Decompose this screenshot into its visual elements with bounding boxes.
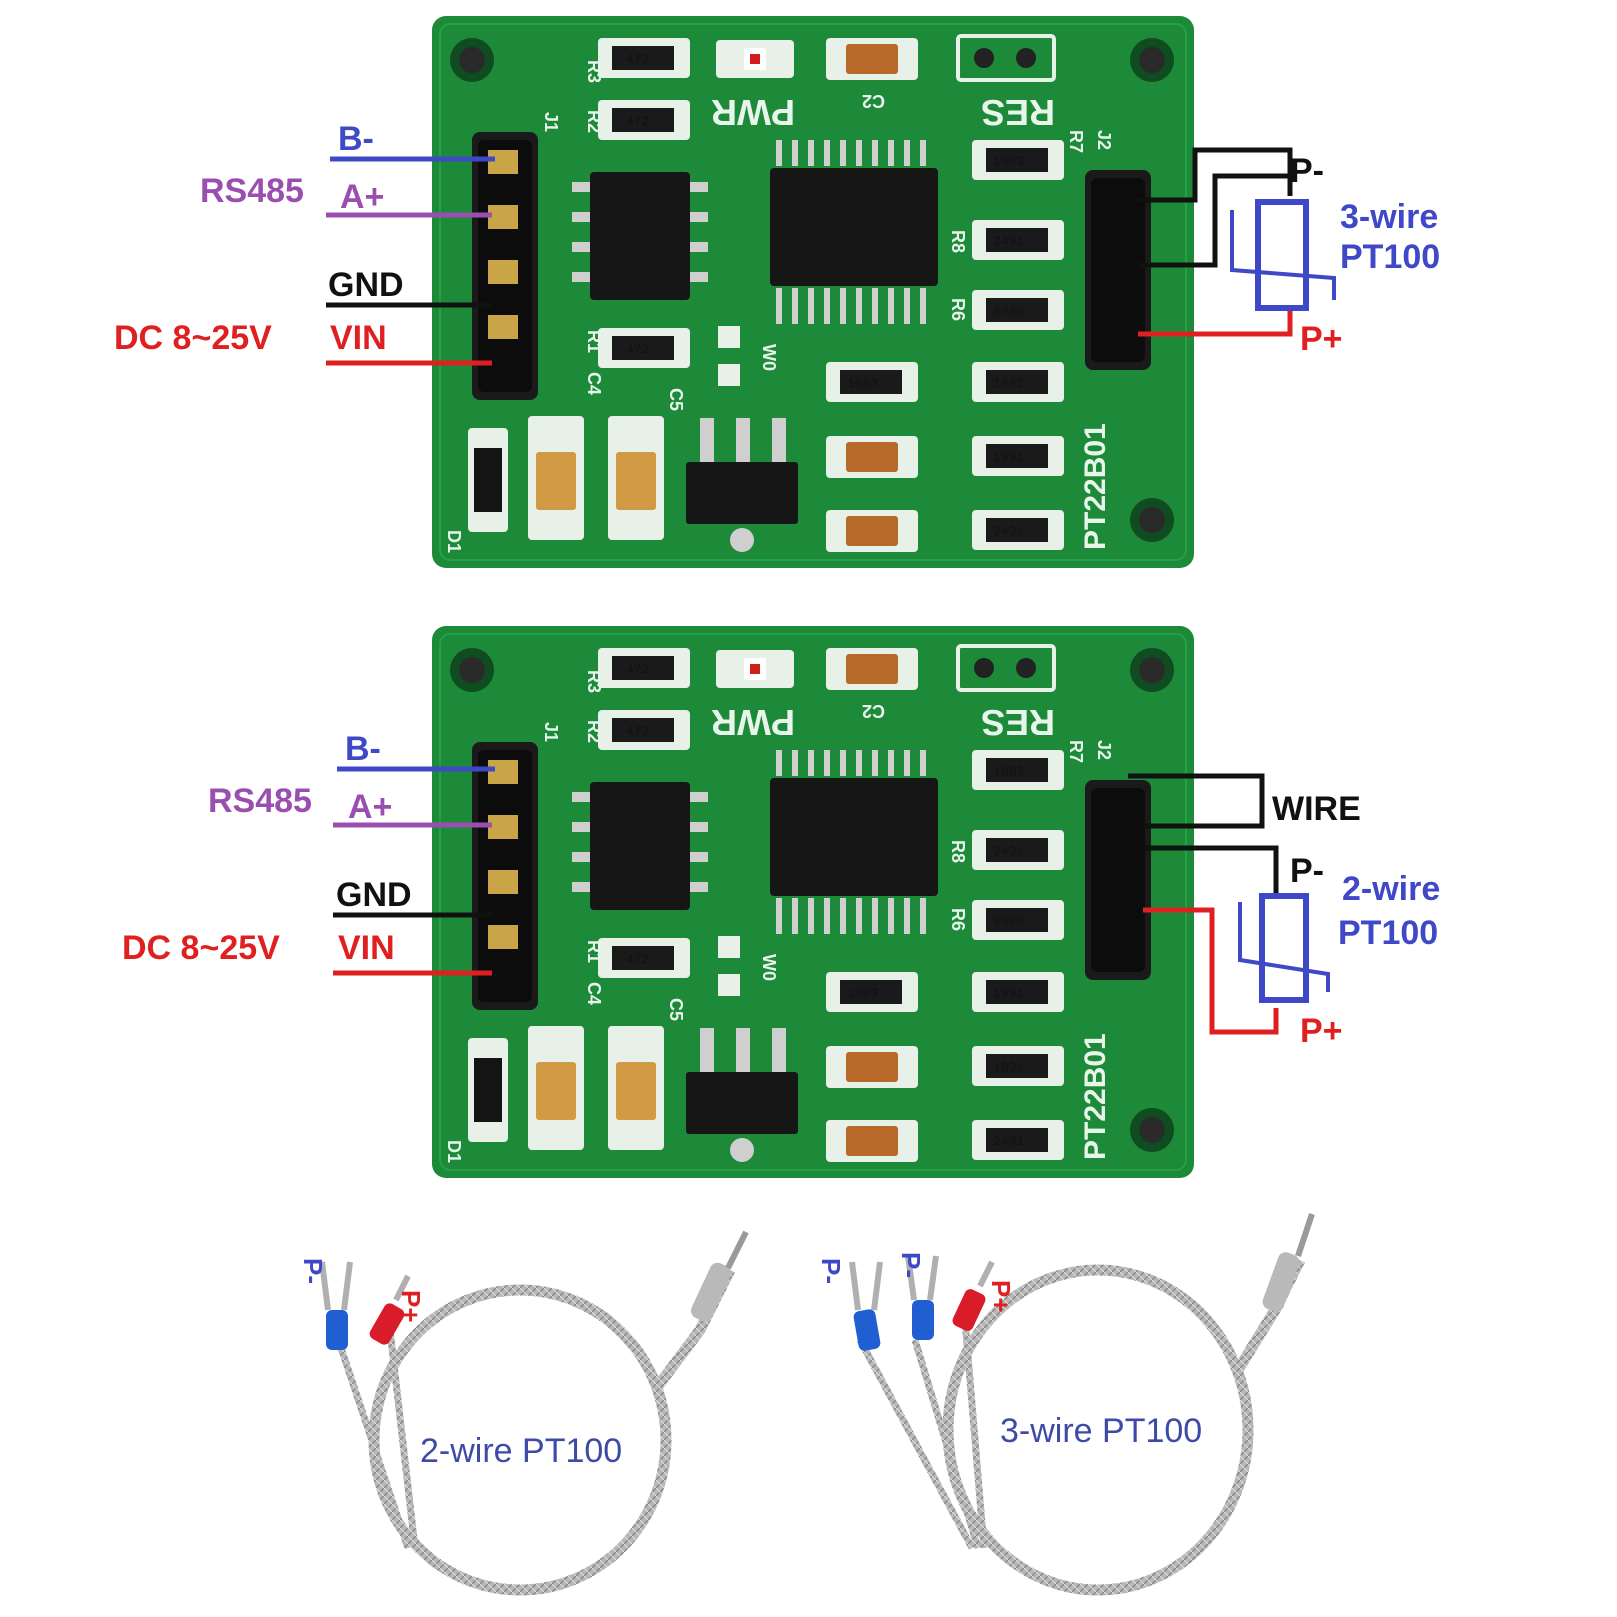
a-plus-label: A+ — [340, 178, 384, 216]
sensor-name-label: PT100 — [1338, 914, 1438, 952]
j1-silk: J1 — [541, 722, 561, 742]
smd-code: 1003 — [847, 986, 878, 1001]
p-plus-label: P+ — [1300, 1012, 1343, 1050]
probe-caption: 3-wire PT100 — [1000, 1412, 1202, 1450]
p-minus-terminal — [912, 1300, 934, 1340]
j1-silk: J1 — [541, 112, 561, 132]
gnd-label: GND — [336, 876, 412, 914]
d1-silk: D1 — [444, 530, 464, 553]
w0-silk: W0 — [759, 954, 779, 981]
res-silk: RES — [981, 702, 1055, 743]
r1-silk: R1 — [584, 330, 604, 353]
smd-code: 2491 — [993, 524, 1024, 539]
probe-3-wire: P- P- P+ 3-wire PT100 — [816, 1213, 1315, 1596]
board-3-wire: 472 PWR RES C2 R3 R2 J1 J2 R7 472 1003 2… — [114, 16, 1440, 568]
p-minus-label: P- — [816, 1258, 846, 1284]
smd-code: 472 — [626, 342, 649, 357]
gnd-label: GND — [328, 266, 404, 304]
smd-code: 1003 — [847, 376, 878, 391]
rs485-ic — [590, 782, 690, 910]
probe-cable-loop — [942, 1264, 1254, 1596]
board-2-wire: 472 PWR RES C2 R3 R2 J1 J2 R7 472 1003 2… — [122, 626, 1440, 1178]
p-plus-label: P+ — [986, 1280, 1016, 1313]
dc-voltage-label: DC 8~25V — [122, 929, 280, 967]
adc-ic — [770, 168, 938, 286]
r7-silk: R7 — [1066, 130, 1086, 153]
p-minus-label: P- — [1290, 152, 1324, 190]
smd-code: 2491 — [993, 234, 1024, 249]
j2-silk: J2 — [1094, 740, 1114, 760]
sensor-type-label: 2-wire — [1342, 870, 1440, 908]
dc-voltage-label: DC 8~25V — [114, 319, 272, 357]
p-plus-label: P+ — [1300, 320, 1343, 358]
c5-silk: C5 — [666, 998, 686, 1021]
smd-code: 1991 — [993, 986, 1024, 1001]
p-plus-terminal — [952, 1289, 986, 1331]
smd-code: 2491 — [993, 844, 1024, 859]
a-plus-label: A+ — [348, 788, 392, 826]
smd-code: 472 — [626, 724, 649, 739]
r3-silk: R3 — [584, 670, 604, 693]
p-minus-label: P- — [896, 1252, 926, 1278]
smd-code: 472 — [626, 52, 649, 67]
rs485-label: RS485 — [200, 172, 304, 210]
p-minus-label: P- — [298, 1258, 328, 1284]
d1-silk: D1 — [444, 1140, 464, 1163]
model-silk: PT22B01 — [1079, 423, 1112, 550]
r6-silk: R6 — [948, 298, 968, 321]
w0-silk: W0 — [759, 344, 779, 371]
pwr-silk: PWR — [711, 702, 795, 743]
vin-label: VIN — [330, 319, 387, 357]
p-minus-terminal — [853, 1309, 881, 1351]
sensor-name-label: PT100 — [1340, 238, 1440, 276]
r8-silk: R8 — [948, 230, 968, 253]
smd-code: 1003 — [993, 154, 1024, 169]
b-minus-label: B- — [338, 120, 374, 158]
pt100-resistor-symbol — [1259, 893, 1309, 1003]
p-minus-label: P- — [1290, 852, 1324, 890]
r1-silk: R1 — [584, 940, 604, 963]
smd-code: 1991 — [993, 376, 1024, 391]
c5-silk: C5 — [666, 388, 686, 411]
c2-silk: C2 — [862, 91, 885, 111]
smd-code: 472 — [626, 114, 649, 129]
smd-code: 472 — [626, 662, 649, 677]
pt100-resistor-symbol — [1255, 199, 1309, 311]
r8-silk: R8 — [948, 840, 968, 863]
pwr-silk: PWR — [711, 92, 795, 133]
rs485-ic — [590, 172, 690, 300]
probe-2-wire: P- P+ 2-wire PT100 — [298, 1230, 749, 1596]
adc-ic — [770, 778, 938, 896]
r6-silk: R6 — [948, 908, 968, 931]
smd-code: 1003 — [993, 764, 1024, 779]
p-plus-label: P+ — [396, 1290, 426, 1323]
vin-label: VIN — [338, 929, 395, 967]
model-silk: PT22B01 — [1079, 1033, 1112, 1160]
smd-code: 1991 — [993, 1060, 1024, 1075]
smd-code: 8080 — [993, 304, 1024, 319]
c4-silk: C4 — [584, 982, 604, 1005]
r7-silk: R7 — [1066, 740, 1086, 763]
j2-silk: J2 — [1094, 130, 1114, 150]
res-silk: RES — [981, 92, 1055, 133]
b-minus-label: B- — [345, 730, 381, 768]
r3-silk: R3 — [584, 60, 604, 83]
c4-silk: C4 — [584, 372, 604, 395]
smd-code: 8080 — [993, 914, 1024, 929]
smd-code: 1991 — [993, 450, 1024, 465]
p-plus-terminal — [369, 1303, 405, 1345]
rs485-label: RS485 — [208, 782, 312, 820]
smd-code: 472 — [626, 952, 649, 967]
smd-code: 2491 — [993, 1134, 1024, 1149]
probe-caption: 2-wire PT100 — [420, 1432, 622, 1470]
wire-jumper-label: WIRE — [1272, 790, 1361, 828]
sensor-type-label: 3-wire — [1340, 198, 1438, 236]
regulator — [686, 462, 798, 524]
p-minus-terminal — [326, 1310, 348, 1350]
regulator — [686, 1072, 798, 1134]
c2-silk: C2 — [862, 701, 885, 721]
